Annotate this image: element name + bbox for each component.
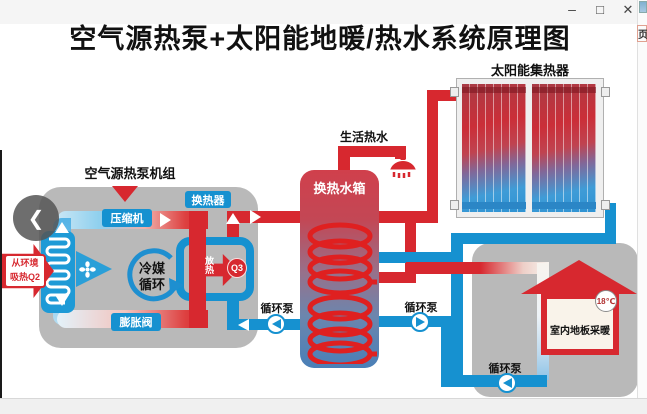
- pipe-tank-inlet: [374, 272, 412, 283]
- refrigerant-cycle-arrow-icon: [127, 248, 183, 302]
- ambient-heat-line1: 从环境: [11, 258, 39, 268]
- flow-arrow-left-icon: [238, 319, 249, 331]
- pump-triangle-icon: [415, 317, 425, 327]
- evaporator-fins-icon: [45, 237, 71, 305]
- pump-label-1: 循环泵: [260, 303, 294, 315]
- heat-exchanger-label: 换热器: [185, 191, 231, 208]
- collector-port: [601, 87, 610, 97]
- release-heat-label: 放热: [204, 256, 214, 274]
- carousel-prev-button[interactable]: ❮: [13, 195, 59, 241]
- circulation-pump-3: [497, 373, 517, 393]
- pipe-tank-cold-out: [372, 252, 458, 263]
- window-titlebar: [0, 0, 637, 24]
- panel-cold-band: [462, 202, 526, 209]
- hx-water-loop: [176, 237, 254, 301]
- expansion-valve-label: 膨胀阀: [111, 313, 161, 331]
- pipe-tank-to-collector-horiz: [370, 211, 438, 223]
- collector-port: [450, 200, 459, 210]
- collector-port: [601, 200, 610, 210]
- refrigerant-cycle-label: 冷媒 循环: [126, 261, 178, 293]
- pipe-hp-to-tank: [227, 211, 304, 223]
- pipe-hx-return-vert: [227, 293, 239, 330]
- bottom-bar: [0, 398, 647, 414]
- compressor-label: 压缩机: [102, 209, 152, 227]
- house-roof: [521, 260, 637, 294]
- circulation-pump-1: [266, 314, 286, 334]
- flow-arrow-up-icon: [55, 222, 69, 233]
- side-tab-page[interactable]: 页: [637, 25, 647, 42]
- refrigerant-line2: 循环: [138, 277, 165, 292]
- refrigerant-line1: 冷媒: [138, 261, 165, 276]
- collector-port: [450, 87, 459, 97]
- pump-label-2: 循环泵: [404, 302, 438, 314]
- pump-triangle-icon: [271, 319, 281, 329]
- panel-cold-band: [532, 202, 596, 209]
- maximize-button[interactable]: □: [596, 2, 604, 17]
- pipe-collector-in: [427, 90, 457, 101]
- solar-panel-right: [532, 84, 596, 212]
- pipe-dhw-horiz: [338, 146, 406, 157]
- flow-arrow-right-icon: [160, 213, 171, 227]
- shower-icon: [390, 151, 416, 178]
- house-body: [541, 293, 619, 355]
- photo-left-edge: [0, 150, 2, 398]
- pipe-collector-down: [605, 203, 616, 244]
- heat-pump-unit-label: 空气源热泵机组: [84, 166, 176, 181]
- pipe-branch-vert: [405, 217, 416, 283]
- pipe-pump-corner: [441, 316, 453, 381]
- ambient-heat-label: 从环境 吸热Q2: [4, 254, 46, 288]
- right-side-strip: [637, 0, 647, 414]
- tank-label: 换热水箱: [313, 181, 366, 196]
- pump-label-3: 循环泵: [488, 363, 522, 375]
- ambient-heat-line2: 吸热Q2: [9, 272, 40, 282]
- q3-badge: Q3: [227, 258, 247, 278]
- room-temperature-badge: 18℃: [595, 290, 617, 312]
- pipe-tank-to-hp: [227, 319, 304, 330]
- fan-icon: [79, 261, 96, 278]
- pipe-tank-to-collector-vert: [427, 90, 438, 223]
- flow-arrow-up-icon: [226, 213, 240, 224]
- domestic-hot-water-label: 生活热水: [340, 130, 389, 144]
- solar-collector-label: 太阳能集热器: [490, 63, 569, 78]
- inlet-arrow-down-icon: [112, 186, 138, 202]
- close-button[interactable]: ✕: [622, 2, 634, 17]
- pump-triangle-icon: [502, 378, 512, 388]
- tank-coils-icon: [307, 222, 377, 364]
- pipe-floor-supply: [406, 262, 549, 274]
- side-thumbnail-icon: [639, 1, 647, 13]
- pipe-house-bottom: [441, 375, 547, 387]
- diagram-title: 空气源热泵+太阳能地暖/热水系统原理图: [69, 24, 571, 54]
- floor-heating-label: 室内地板采暖: [550, 326, 610, 337]
- solar-panel-left: [462, 84, 526, 212]
- hx-hot-bar: [189, 211, 206, 328]
- minimize-button[interactable]: –: [568, 1, 576, 17]
- flow-arrow-down-icon: [55, 295, 69, 306]
- pipe-solar-return-horiz: [451, 233, 616, 244]
- circulation-pump-2: [410, 312, 430, 332]
- flow-arrow-right-icon: [250, 210, 261, 224]
